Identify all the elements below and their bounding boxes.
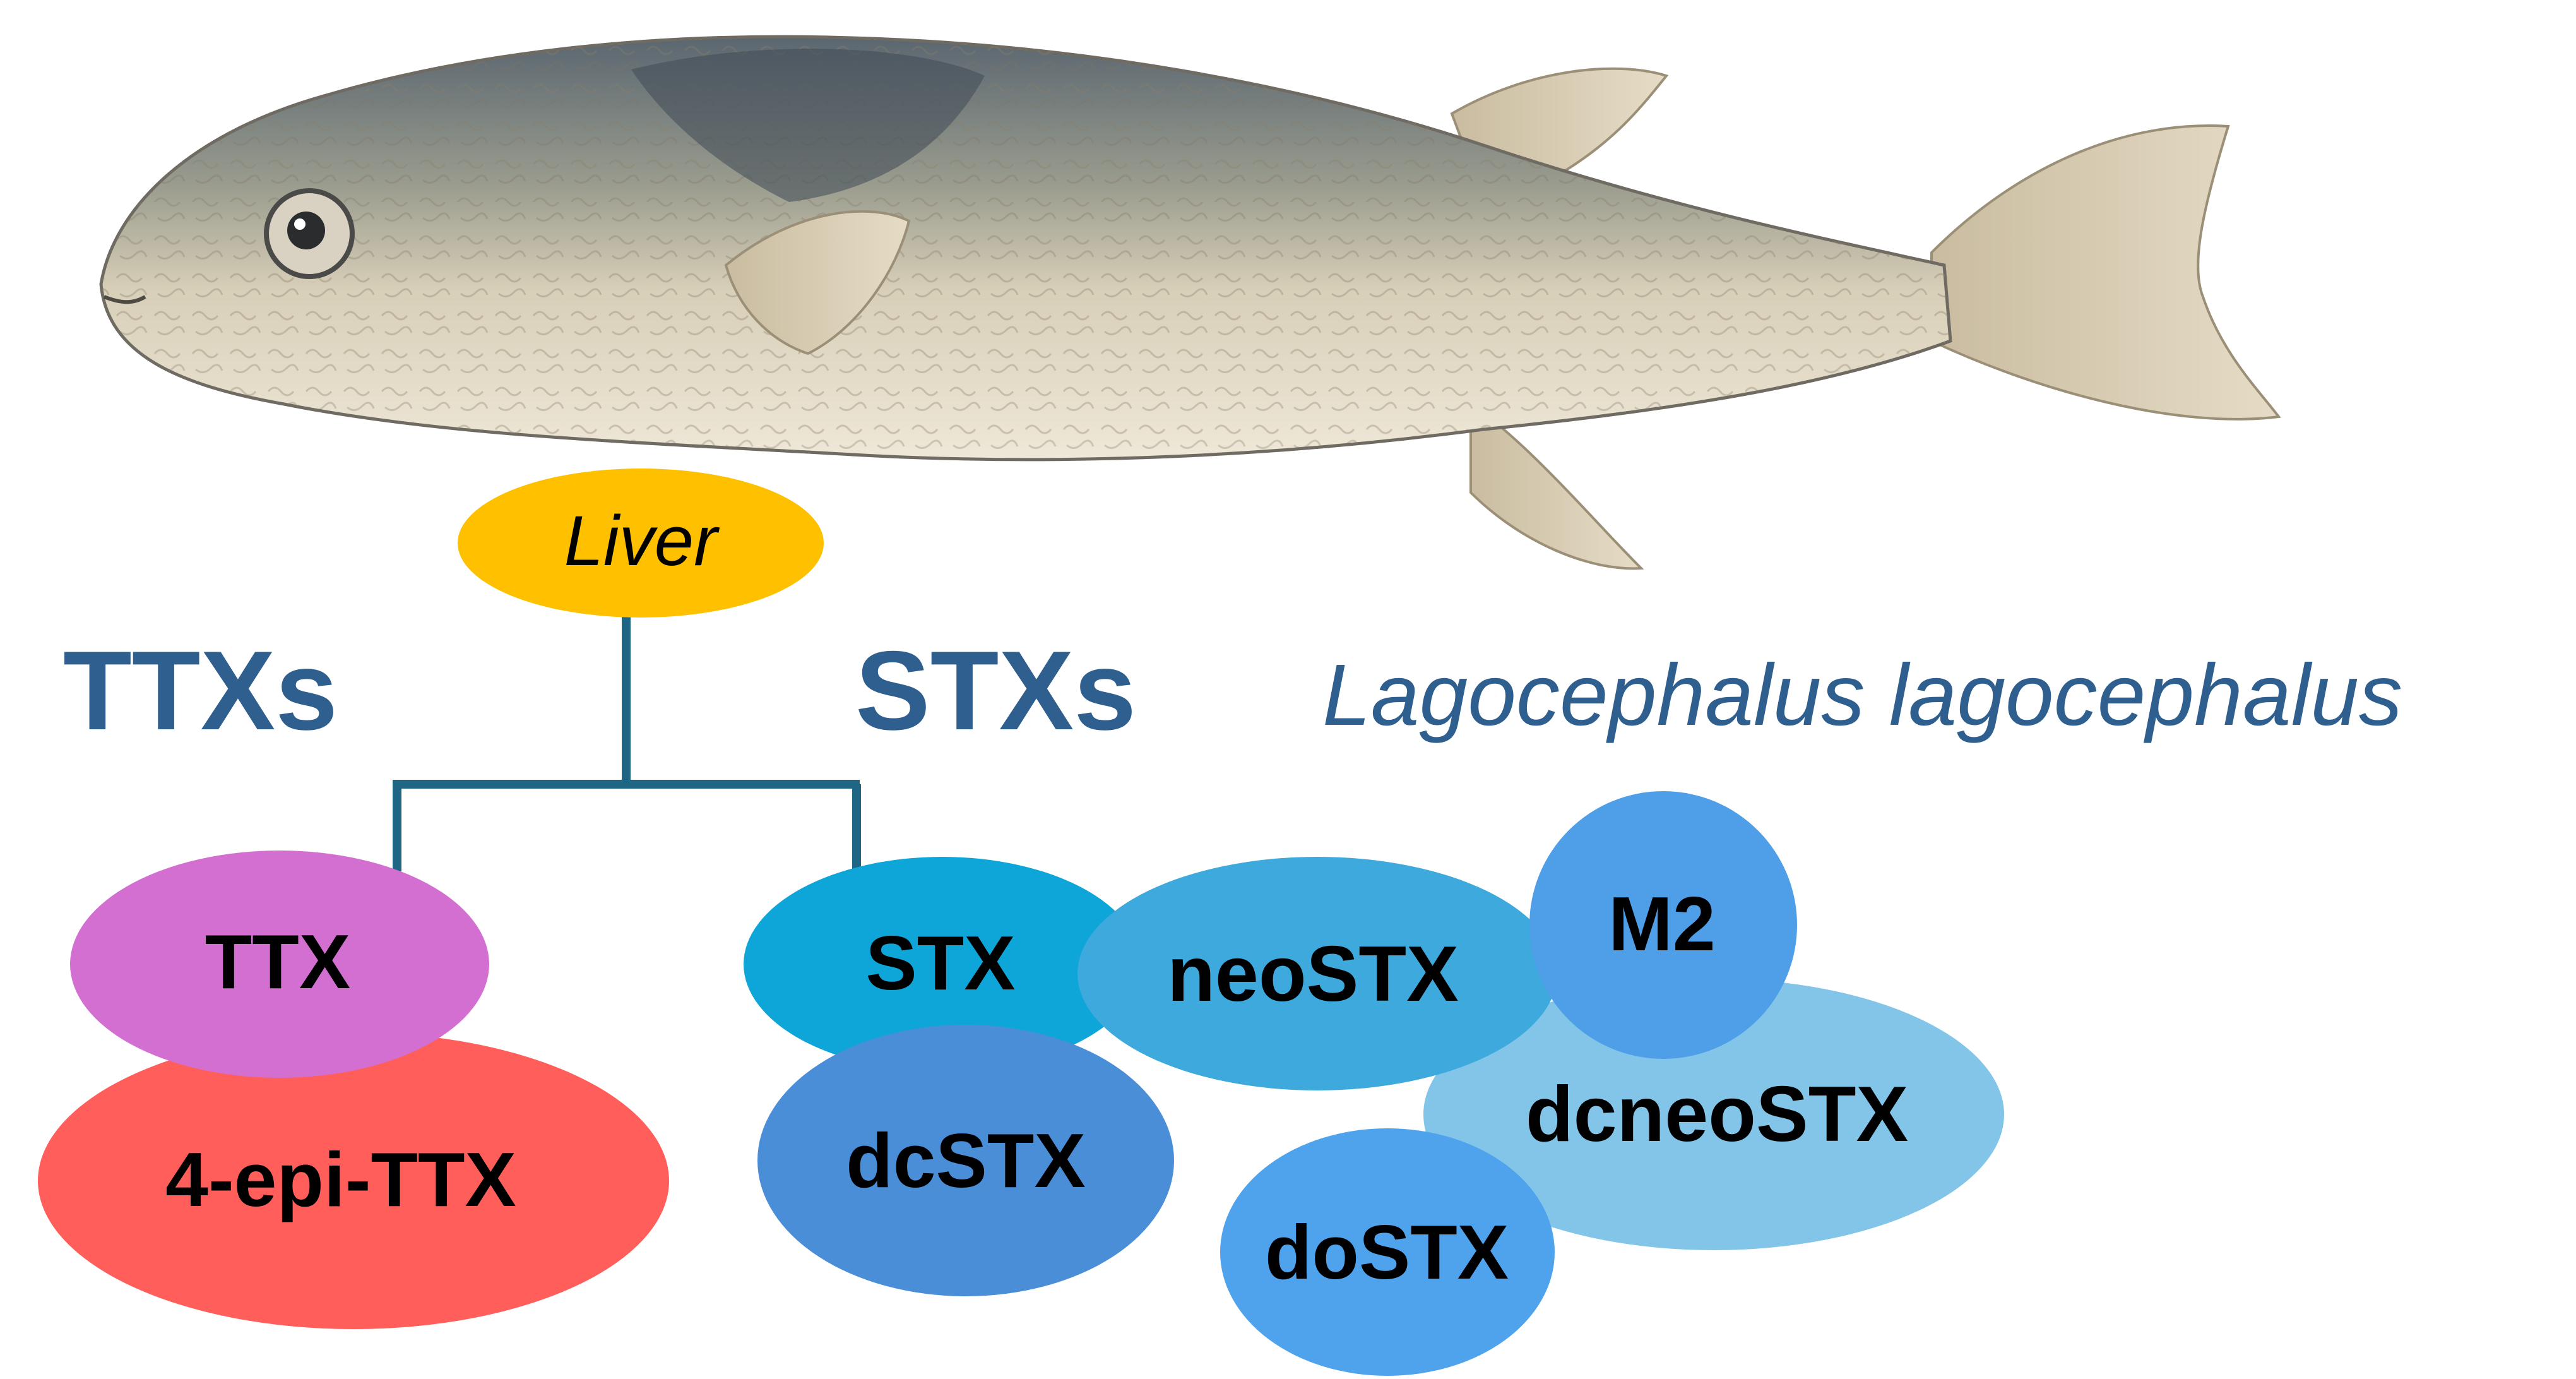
pufferfish-illustration xyxy=(99,35,2281,570)
toxin-node-epi-ttx: 4-epi-TTX xyxy=(38,1032,669,1329)
tail-fin xyxy=(1930,124,2281,421)
stx-label: STX xyxy=(865,920,1015,1006)
toxin-node-stx: STX xyxy=(744,857,1141,1072)
toxin-node-dcstx: dcSTX xyxy=(757,1025,1174,1296)
dostx-label: doSTX xyxy=(1265,1209,1509,1295)
ttx-label: TTX xyxy=(205,919,350,1005)
m2-label: M2 xyxy=(1608,881,1715,967)
toxin-node-neostx: neoSTX xyxy=(1077,857,1557,1090)
liver-label: Liver xyxy=(564,501,720,580)
stxs-group-label: STXs xyxy=(855,628,1136,753)
dcstx-label: dcSTX xyxy=(846,1118,1086,1203)
species-label: Lagocephalus lagocephalus xyxy=(1322,647,2402,744)
dorsal-fin xyxy=(1450,67,1669,172)
liver-node: Liver xyxy=(458,469,824,618)
pectoral-fin xyxy=(724,210,911,355)
neostx-label: neoSTX xyxy=(1167,931,1459,1018)
toxin-node-ttx: TTX xyxy=(70,851,489,1078)
tree-connector xyxy=(393,616,861,903)
anal-fin xyxy=(1469,402,1644,570)
toxin-node-dostx: doSTX xyxy=(1220,1128,1555,1376)
toxin-node-dcneostx: dcneoSTX xyxy=(1423,979,2004,1250)
toxin-node-m2: M2 xyxy=(1529,791,1797,1059)
epi-ttx-label: 4-epi-TTX xyxy=(165,1137,516,1222)
dcneostx-label: dcneoSTX xyxy=(1526,1071,1908,1158)
ttxs-group-label: TTXs xyxy=(63,628,338,753)
